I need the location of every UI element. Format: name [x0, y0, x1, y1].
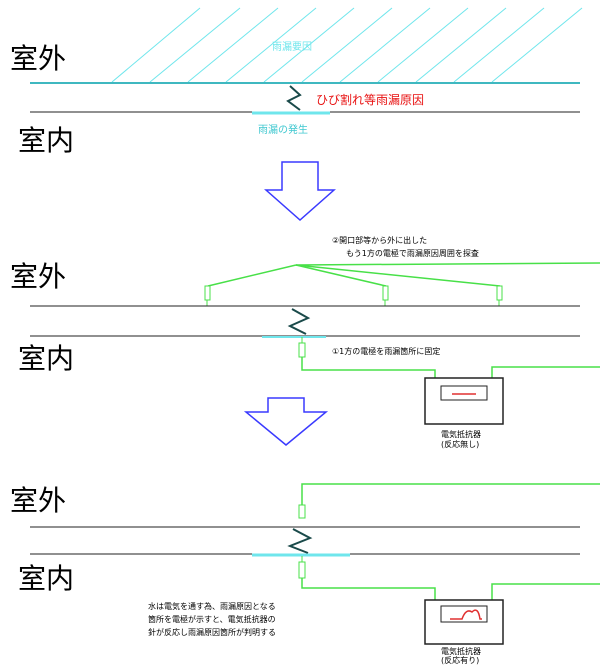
- rain-hatch: [111, 7, 583, 83]
- crack-cause-label: ひび割れ等雨漏原因: [316, 92, 424, 107]
- meter-label-3: 電気抵抗器: [441, 646, 481, 656]
- label-outdoor-3: 室外: [10, 484, 66, 517]
- crack-1: [286, 85, 302, 111]
- meter-label-2: 電気抵抗器: [441, 429, 481, 439]
- step1-text: ①1方の電極を雨漏箇所に固定: [332, 346, 440, 356]
- desc-line-3: 針が反応し雨漏原因箇所が判明する: [148, 627, 276, 637]
- step2-text-line2: もう1方の電極で雨漏原因周囲を探査: [346, 248, 479, 258]
- probe-wires-2: [207, 262, 601, 287]
- fixed-probe-3: [298, 556, 600, 600]
- label-outdoor-2: 室外: [10, 260, 66, 293]
- desc-line-2: 箇所を電極が示すと、電気抵抗器の: [148, 614, 276, 624]
- panel-2-probe-search: ②開口部等から外に出した もう1方の電極で雨漏原因周囲を探査 室外: [10, 235, 601, 449]
- panel-3-leak-found: 室外 室内 水は電気を通す為、雨漏原因となる 箇所を電極が示すと、電気抵抗器の …: [10, 483, 600, 665]
- resistance-meter-3: [424, 599, 504, 645]
- desc-line-1: 水は電気を通す為、雨漏原因となる: [148, 601, 276, 611]
- probe-wires-3: [301, 483, 600, 505]
- label-indoor-1: 室内: [18, 124, 74, 157]
- panel-1-leak-cause: 室外 雨漏要因 ひび割れ等雨漏原因 雨漏の発生 室内: [10, 7, 583, 157]
- probe-tips-2: [204, 285, 503, 306]
- label-outdoor-1: 室外: [10, 42, 66, 75]
- meter-needle-active: [450, 609, 482, 620]
- resistance-meter-2: [424, 377, 504, 425]
- crack-3: [287, 528, 313, 554]
- rain-factor-label: 雨漏要因: [272, 41, 312, 53]
- label-indoor-2: 室内: [18, 342, 74, 375]
- step2-text-line1: ②開口部等から外に出した: [332, 235, 427, 245]
- probe-tip-upper-3: [298, 504, 306, 519]
- label-indoor-3: 室内: [18, 562, 74, 595]
- down-arrow-1: [264, 161, 336, 222]
- fixed-probe-2: [298, 337, 600, 378]
- meter-status-2: (反応無し): [441, 439, 479, 449]
- meter-status-3: (反応有り): [441, 655, 479, 665]
- leak-occurrence-label: 雨漏の発生: [258, 123, 308, 136]
- crack-2: [287, 308, 311, 335]
- down-arrow-2: [243, 397, 329, 446]
